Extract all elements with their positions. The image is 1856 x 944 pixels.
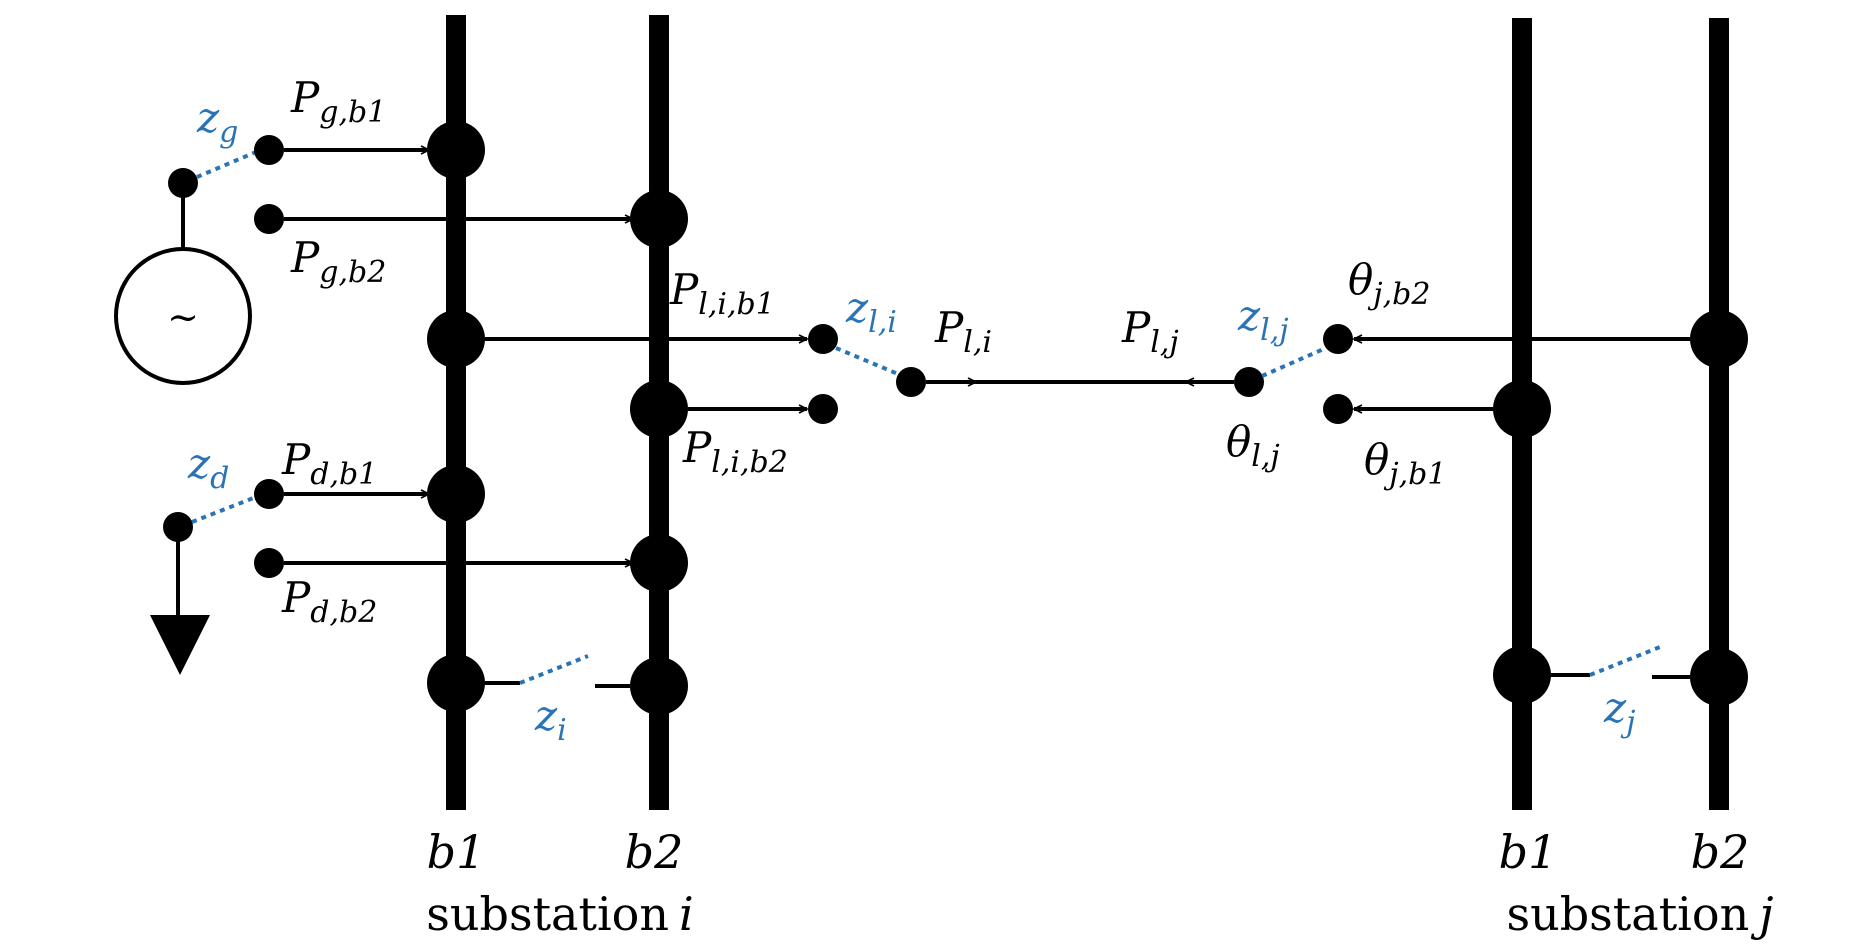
label-flow-demand-b2: Pd,b2 — [281, 573, 377, 630]
line-i-b1-terminal — [808, 324, 838, 354]
line-j-pivot — [1234, 367, 1264, 397]
label-flow-line-i-b1: Pl,i,b1 — [669, 265, 775, 322]
line-switch-i — [835, 346, 899, 376]
label-flow-line-i-b2: Pl,i,b2 — [682, 423, 788, 480]
line-i-pivot — [896, 367, 926, 397]
bus-node-j-b2-line — [1690, 310, 1748, 368]
label-angle-line-j: θl,j — [1226, 417, 1280, 474]
bus-node-j-b2-coupler — [1690, 648, 1748, 706]
generator-b2-terminal — [254, 204, 284, 234]
coupler-j-switch — [1589, 645, 1661, 677]
label-switch-demand: zd — [187, 439, 229, 496]
label-flow-demand-b1: Pd,b1 — [281, 435, 377, 492]
bus-node-i-b2-line — [630, 380, 688, 438]
label-flow-generator-b2: Pg,b2 — [290, 233, 386, 290]
label-angle-j-b1: θj,b1 — [1364, 435, 1446, 492]
coupler-i-switch — [519, 654, 589, 685]
bus-node-i-b2-coupler — [630, 657, 688, 715]
bus-node-i-b1-coupler — [427, 654, 485, 712]
label-bus-j-b2: b2 — [1691, 825, 1750, 879]
generator-tilde: ~ — [167, 295, 199, 339]
bus-node-i-b1-demand — [427, 465, 485, 523]
line-j-b2-terminal — [1323, 324, 1353, 354]
line-j-b1-terminal — [1323, 394, 1353, 424]
demand-switch-pivot — [163, 512, 193, 542]
demand-b2-terminal — [254, 548, 284, 578]
bus-node-i-b1-gen — [427, 121, 485, 179]
label-switch-coupler-i: zi — [534, 691, 567, 748]
label-angle-j-b2: θj,b2 — [1348, 255, 1430, 312]
bus-node-i-b2-gen — [630, 190, 688, 248]
demand-b1-terminal — [254, 479, 284, 509]
label-flow-generator-b1: Pg,b1 — [290, 73, 386, 130]
bus-node-i-b1-line — [427, 310, 485, 368]
generator-switch-pivot — [168, 168, 198, 198]
line-switch-j — [1261, 346, 1327, 378]
bus-node-j-b1-coupler — [1493, 646, 1551, 704]
label-switch-line-j: zl,j — [1237, 291, 1289, 348]
label-switch-coupler-j: zj — [1603, 683, 1635, 740]
label-switch-generator: zg — [196, 93, 238, 150]
generator-switch — [196, 150, 257, 179]
label-bus-i-b2: b2 — [625, 825, 684, 879]
label-bus-i-b1: b1 — [427, 825, 486, 879]
generator-b1-terminal — [254, 135, 284, 165]
line-i-b2-terminal — [808, 394, 838, 424]
demand-switch — [191, 495, 257, 524]
bus-node-i-b2-demand — [630, 534, 688, 592]
label-flow-line-i: Pl,i — [934, 303, 992, 360]
demand-arrow-icon — [150, 615, 210, 675]
label-bus-j-b1: b1 — [1499, 825, 1558, 879]
label-flow-line-j: Pl,j — [1121, 303, 1179, 360]
bus-node-j-b1-line — [1493, 380, 1551, 438]
label-switch-line-i: zl,i — [845, 283, 897, 340]
